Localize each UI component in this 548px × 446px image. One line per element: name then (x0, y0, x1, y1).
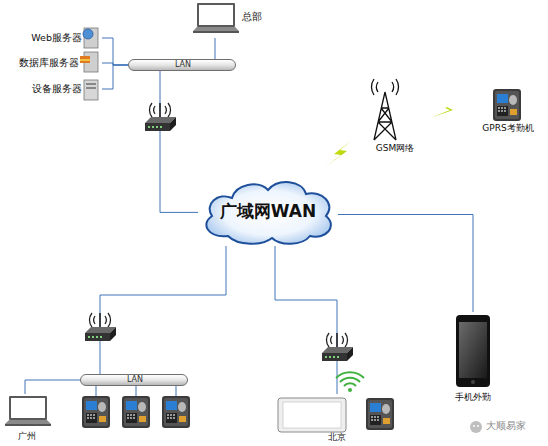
network-link (25, 380, 80, 394)
node-label: GPRS考勤机 (470, 123, 546, 134)
watermark-text: 大顺易家 (486, 420, 548, 432)
wan-cloud: 广域网WAN (198, 176, 338, 246)
network-link (160, 71, 198, 212)
node-label: 北京 (312, 432, 362, 443)
gprs-device: GPRS考勤机 (470, 88, 546, 136)
node-label: 数据库服务器 (2, 57, 79, 68)
gsm-tower: GSM网络 (362, 84, 428, 158)
network-link (215, 38, 216, 59)
network-link (275, 246, 337, 394)
server-box: 设备服务器 (8, 78, 102, 100)
node-label: GSM网络 (362, 143, 428, 154)
node-label: 手机外勤 (440, 392, 506, 403)
node-label: 广域网WAN (198, 201, 338, 221)
network-link (102, 38, 128, 65)
node-label: 总部 (242, 11, 270, 23)
site-terminal: 广州 (2, 394, 52, 444)
node-label: LAN (167, 60, 199, 70)
server-box: 数据库服务器 (2, 52, 102, 74)
server-box: Web服务器 (8, 28, 102, 48)
node-label: 广州 (2, 431, 52, 442)
lan-bus: LAN (80, 374, 188, 386)
site-terminal: 北京 (272, 394, 402, 444)
network-link (338, 215, 473, 313)
node-label: 设备服务器 (8, 83, 82, 94)
node-label: Web服务器 (8, 32, 82, 43)
lan-bus: LAN (128, 59, 236, 71)
network-link (100, 246, 226, 374)
network-link (102, 65, 128, 89)
mobile-phone: 手机外勤 (440, 312, 506, 408)
node-label: LAN (119, 375, 151, 385)
hq-terminal: 总部 (190, 2, 270, 38)
